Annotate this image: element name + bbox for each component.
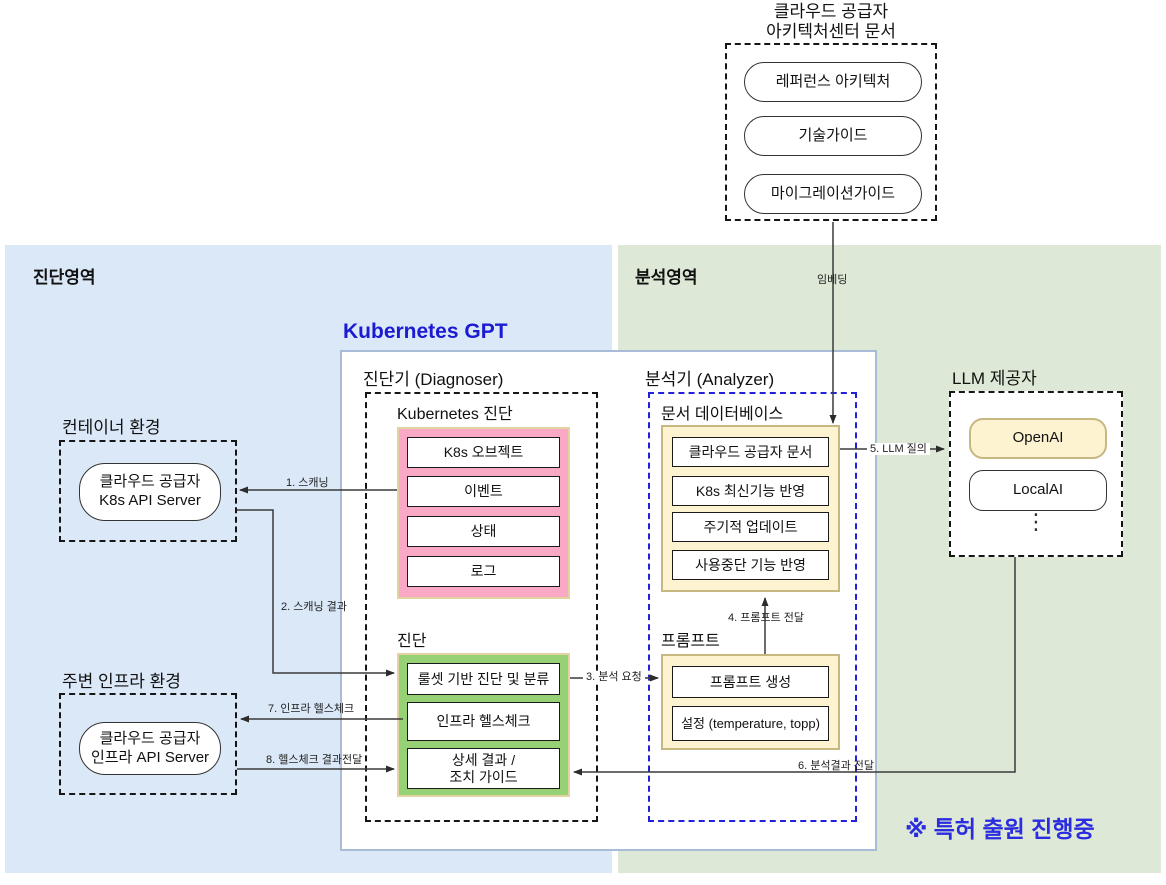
- flow-label-embedding: 임베딩: [817, 274, 848, 286]
- item-infra-healthcheck: 인프라 헬스체크: [407, 702, 560, 741]
- doc-reference-architecture: 레퍼런스 아키텍처: [744, 62, 922, 102]
- item-events: 이벤트: [407, 476, 560, 507]
- analyzer-title: 분석기 (Analyzer): [645, 370, 775, 389]
- doc-migration-guide: 마이그레이션가이드: [744, 174, 922, 214]
- flow-label-2: 2. 스캐닝 결과: [281, 601, 347, 613]
- item-periodic-update: 주기적 업데이트: [672, 512, 829, 542]
- item-prompt-generation: 프롬프트 생성: [672, 666, 829, 698]
- item-status: 상태: [407, 516, 560, 547]
- patent-notice: ※ 특허 출원 진행중: [905, 816, 1095, 842]
- item-settings-temperature: 설정 (temperature, topp): [672, 706, 829, 741]
- item-cloud-provider-docs: 클라우드 공급자 문서: [672, 437, 829, 467]
- flow-label-3: 3. 분석 요청: [583, 671, 645, 684]
- flow-label-5: 5. LLM 질의: [867, 443, 930, 456]
- k8s-diagnosis-container: K8s 오브젝트 이벤트 상태 로그: [397, 427, 570, 599]
- k8s-api-server-node: 클라우드 공급자 K8s API Server: [79, 463, 221, 521]
- prompt-label: 프롬프트: [661, 633, 720, 650]
- infra-api-server-node: 클라우드 공급자 인프라 API Server: [79, 722, 221, 775]
- llm-openai: OpenAI: [969, 418, 1107, 459]
- item-detail-result-guide: 상세 결과 / 조치 가이드: [407, 748, 560, 789]
- item-deprecated-features: 사용중단 기능 반영: [672, 550, 829, 580]
- flow-label-6: 6. 분석결과 전달: [798, 760, 875, 772]
- diagnoser-title: 진단기 (Diagnoser): [363, 370, 504, 389]
- infra-env-title: 주변 인프라 환경: [62, 672, 181, 691]
- doc-tech-guide: 기술가이드: [744, 116, 922, 156]
- k8s-diagnosis-label: Kubernetes 진단: [397, 406, 513, 423]
- item-k8s-latest-features: K8s 최신기능 반영: [672, 476, 829, 506]
- llm-localai: LocalAI: [969, 470, 1107, 511]
- llm-ellipsis: ⋮: [1025, 509, 1047, 534]
- kubernetes-gpt-title: Kubernetes GPT: [343, 320, 508, 343]
- cloud-docs-box: 레퍼런스 아키텍처 기술가이드 마이그레이션가이드: [725, 43, 937, 221]
- doc-db-container: 클라우드 공급자 문서 K8s 최신기능 반영 주기적 업데이트 사용중단 기능…: [661, 425, 840, 592]
- item-k8s-objects: K8s 오브젝트: [407, 437, 560, 468]
- llm-provider-title: LLM 제공자: [952, 369, 1037, 388]
- container-env-title: 컨테이너 환경: [62, 418, 161, 437]
- flow-label-1: 1. 스캐닝: [286, 477, 329, 489]
- diagnosis-label: 진단: [397, 633, 427, 650]
- infra-env-box: 클라우드 공급자 인프라 API Server: [59, 693, 237, 795]
- flow-label-8: 8. 헬스체크 결과전달: [266, 754, 363, 766]
- prompt-container: 프롬프트 생성 설정 (temperature, topp): [661, 654, 840, 750]
- item-logs: 로그: [407, 556, 560, 587]
- item-ruleset-diagnosis: 룰셋 기반 진단 및 분류: [407, 663, 560, 695]
- diagnosis-region-label: 진단영역: [33, 268, 96, 287]
- container-env-box: 클라우드 공급자 K8s API Server: [59, 440, 237, 542]
- diagnosis-container: 룰셋 기반 진단 및 분류 인프라 헬스체크 상세 결과 / 조치 가이드: [397, 653, 570, 797]
- cloud-docs-title: 클라우드 공급자 아키텍처센터 문서: [766, 2, 896, 42]
- doc-db-label: 문서 데이터베이스: [661, 406, 784, 423]
- flow-label-4: 4. 프롬프트 전달: [728, 612, 805, 624]
- analysis-region-label: 분석영역: [635, 268, 698, 287]
- flow-label-7: 7. 인프라 헬스체크: [268, 703, 355, 715]
- llm-provider-box: OpenAI LocalAI ⋮: [949, 391, 1123, 557]
